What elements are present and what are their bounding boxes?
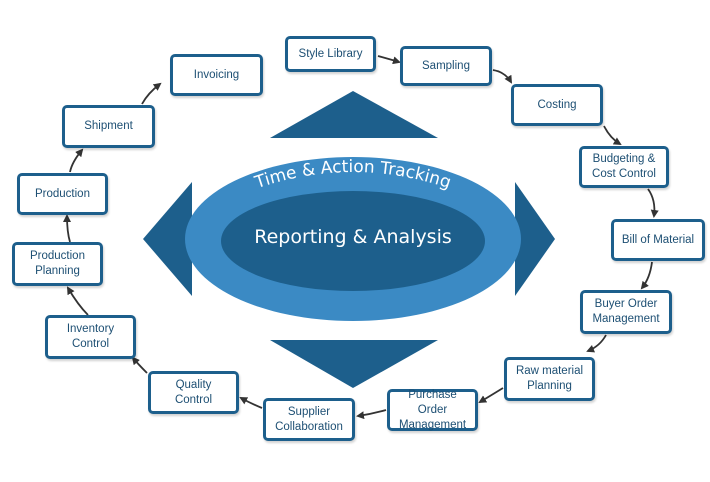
- inner-label: Reporting & Analysis: [254, 226, 452, 248]
- inner-ellipse: [221, 191, 485, 291]
- step-label: Raw material Planning: [515, 365, 584, 392]
- triangle-left: [143, 182, 192, 296]
- step-production: Production: [17, 173, 108, 215]
- step-style-library: Style Library: [285, 36, 376, 72]
- step-sampling: Sampling: [400, 46, 492, 86]
- triangle-right: [515, 182, 555, 296]
- flow-arrow-7: [478, 387, 504, 404]
- step-buyer-order-management: Buyer Order Management: [580, 290, 672, 334]
- step-label: Shipment: [84, 120, 133, 132]
- flow-arrow-11: [66, 286, 89, 316]
- flow-arrow-14: [141, 82, 162, 105]
- step-label: Quality Control: [174, 378, 213, 406]
- step-label: Costing: [537, 98, 577, 111]
- step-production-planning: Production Planning: [12, 242, 103, 286]
- step-supplier-collaboration: Supplier Collaboration: [263, 398, 355, 441]
- step-label: Purchase Order Management: [398, 388, 467, 431]
- step-label: Inventory Control: [66, 323, 115, 350]
- flow-arrow-9: [239, 397, 263, 409]
- step-label: Buyer Order Management: [592, 298, 660, 325]
- step-label: Production: [35, 187, 90, 200]
- step-invoicing: Invoicing: [170, 54, 263, 96]
- step-purchase-order-management: Purchase Order Management: [387, 389, 478, 431]
- triangle-top: [270, 91, 438, 138]
- step-label: Invoicing: [193, 68, 240, 81]
- flow-arrow-4: [647, 188, 659, 218]
- flow-arrow-13: [69, 148, 84, 173]
- step-label: Supplier Collaboration: [275, 405, 343, 433]
- flow-arrow-10: [131, 356, 148, 374]
- flow-arrow-8: [356, 409, 387, 420]
- step-label: Production Planning: [30, 250, 85, 277]
- flow-arrow-2: [492, 69, 513, 84]
- flow-arrows: [63, 55, 659, 420]
- step-label: Budgeting & Cost Control: [592, 153, 656, 180]
- step-label: Bill of Material: [621, 233, 695, 246]
- flow-arrow-1: [377, 55, 401, 65]
- step-costing: Costing: [511, 84, 603, 126]
- flow-arrow-5: [640, 261, 653, 290]
- flow-arrow-3: [603, 125, 622, 146]
- step-budgeting-cost-control: Budgeting & Cost Control: [579, 146, 669, 188]
- step-quality-control: Quality Control: [148, 371, 239, 414]
- step-label: Sampling: [422, 59, 470, 72]
- flow-arrow-6: [586, 334, 607, 353]
- flow-arrow-12: [63, 214, 72, 243]
- step-inventory-control: Inventory Control: [45, 315, 136, 359]
- step-shipment: Shipment: [62, 105, 155, 148]
- step-label: Style Library: [298, 47, 363, 60]
- triangle-bottom: [270, 340, 438, 388]
- step-bill-of-material: Bill of Material: [611, 219, 705, 261]
- step-raw-material-planning: Raw material Planning: [504, 357, 595, 401]
